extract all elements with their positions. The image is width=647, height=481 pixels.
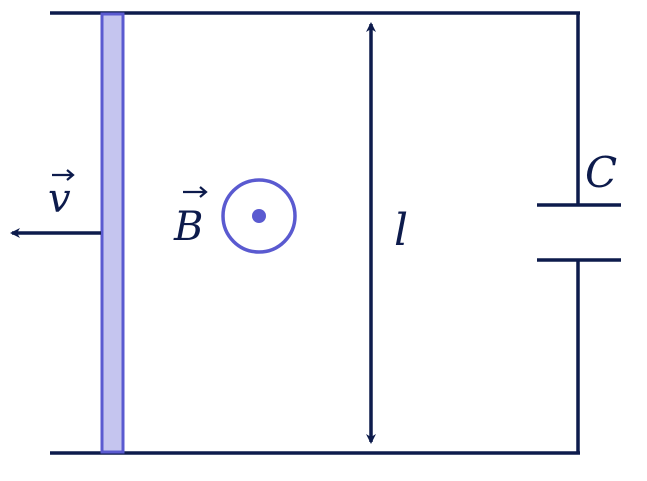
- capacitor-icon: [537, 203, 621, 262]
- field-label: B: [173, 186, 208, 250]
- capacitor-label: C: [585, 148, 617, 197]
- moving-rod: [100, 12, 125, 454]
- velocity-label: v: [48, 169, 75, 222]
- field-letter: B: [173, 204, 203, 250]
- length-label: l: [394, 205, 408, 256]
- out-of-page-dot-icon: [221, 178, 297, 254]
- velocity-letter: v: [48, 176, 71, 222]
- field-vector-arrow: [183, 186, 208, 198]
- velocity-vector-arrow: [52, 169, 75, 181]
